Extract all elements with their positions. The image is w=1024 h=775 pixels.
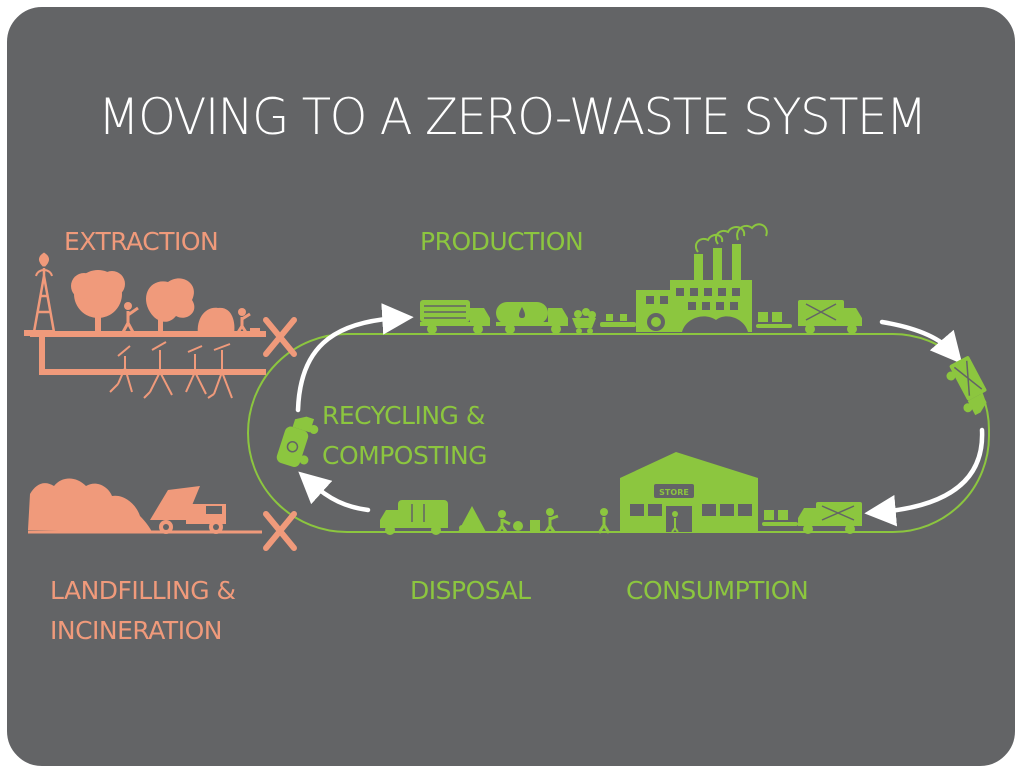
production-scene (420, 223, 862, 334)
label-production: PRODUCTION (420, 227, 584, 256)
delivery-truck-icon (798, 300, 862, 334)
infographic-panel (6, 6, 1016, 767)
cut-tree-icon (146, 278, 195, 334)
person-cutting-icon (120, 302, 139, 335)
label-extraction: EXTRACTION (64, 227, 219, 256)
miner-icon (235, 308, 260, 335)
crates-icon (756, 312, 792, 328)
extraction-scene (24, 252, 297, 399)
ore-cart-icon (572, 308, 596, 334)
store-sign: STORE (659, 488, 689, 497)
label-landfilling: LANDFILLING &INCINERATION (50, 576, 236, 645)
label-consumption: CONSUMPTION (626, 576, 809, 605)
landfill-scene (28, 478, 297, 551)
flow-arrows (295, 303, 985, 527)
arrow-to-production (295, 303, 414, 413)
x-mark-icon (263, 317, 297, 357)
label-recycling: RECYCLING &COMPOSTING (322, 401, 488, 470)
tree-icon (71, 270, 125, 334)
tanker-truck-icon (496, 302, 568, 334)
dump-truck-icon (150, 486, 226, 534)
oil-derrick-icon (32, 252, 56, 333)
label-disposal: DISPOSAL (410, 576, 531, 605)
disposal-scene (380, 500, 559, 535)
factory-icon (636, 223, 768, 332)
conveyor-icon (600, 314, 636, 327)
consumption-scene (597, 452, 862, 534)
page-title: MOVING TO A ZERO-WASTE SYSTEM (98, 88, 927, 146)
garbage-truck-icon (380, 500, 448, 535)
waste-pile-icon (458, 506, 486, 532)
x-mark-icon (263, 511, 297, 551)
pipeline (30, 331, 266, 375)
rock-icon (197, 307, 235, 334)
recycling-truck-icon (276, 416, 319, 467)
arrow-to-consumption (864, 427, 985, 527)
roots-icon (109, 341, 233, 399)
landfill-icon (28, 478, 152, 532)
delivery-truck-icon (798, 502, 862, 534)
store-icon (620, 452, 758, 533)
log-truck-icon (420, 300, 490, 334)
delivery-truck-icon (946, 356, 987, 416)
arrow-to-recycling (298, 471, 371, 513)
shopper-icon (597, 508, 611, 534)
crates-icon (762, 510, 798, 526)
people-sorting-icon (496, 508, 559, 533)
arrow-to-distribution (879, 319, 963, 364)
